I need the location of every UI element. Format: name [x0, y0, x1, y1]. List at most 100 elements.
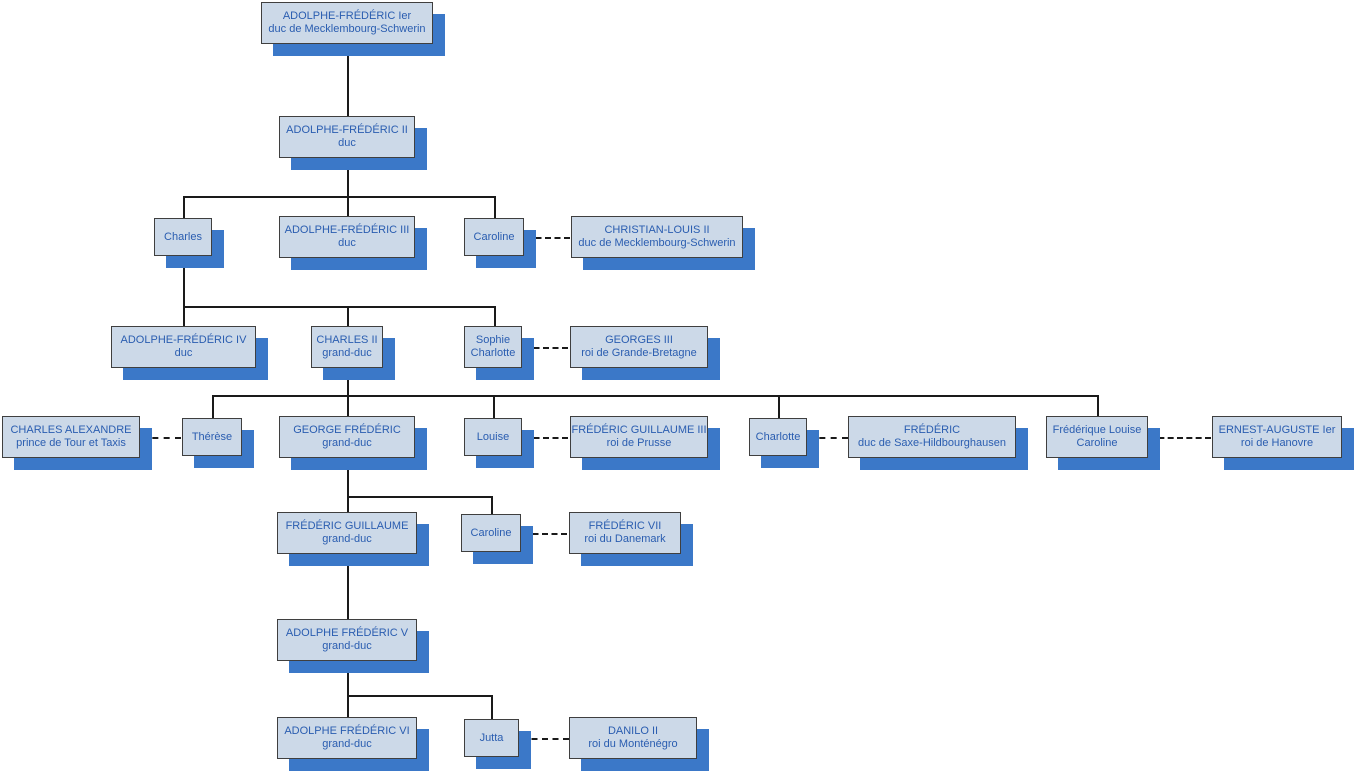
- connector-bus3: [212, 395, 1099, 397]
- connector-bus3-to-therese: [212, 395, 214, 418]
- person-title: grand-duc: [322, 738, 372, 750]
- person-name: DANILO II: [607, 725, 659, 737]
- person-node-charlotte[interactable]: Charlotte: [749, 418, 819, 468]
- person-title: grand-duc: [322, 437, 372, 449]
- person-name: FRÉDÉRIC VII: [588, 520, 662, 532]
- person-name: GEORGE FRÉDÉRIC: [293, 424, 401, 436]
- person-node-louise[interactable]: Louise: [464, 418, 534, 468]
- person-name: Charlotte: [755, 430, 801, 443]
- person-title: roi de Grande-Bretagne: [581, 347, 697, 359]
- person-title: duc: [338, 237, 356, 249]
- person-title: duc de Mecklembourg-Schwerin: [578, 237, 736, 249]
- person-title: grand-duc: [322, 533, 372, 545]
- person-name: ERNEST-AUGUSTE Ier: [1218, 424, 1336, 436]
- connector-fgd-down: [347, 554, 349, 619]
- person-title: roi du Danemark: [584, 533, 666, 545]
- connector-bus2-to-af4: [183, 306, 185, 326]
- person-name: ADOLPHE-FRÉDÉRIC Ier: [282, 10, 412, 22]
- person-name: FRÉDÉRIC GUILLAUME III: [571, 424, 707, 436]
- person-title: duc: [338, 137, 356, 149]
- node-body[interactable]: Charles: [154, 218, 212, 256]
- node-body[interactable]: Caroline: [461, 514, 521, 552]
- node-body[interactable]: Charlotte: [749, 418, 807, 456]
- person-node-therese[interactable]: Thérèse: [182, 418, 254, 468]
- connector-bus4-to-caroline2: [491, 496, 493, 514]
- person-node-jutta[interactable]: Jutta: [464, 719, 531, 769]
- connector-bus2: [183, 306, 496, 308]
- node-body[interactable]: Louise: [464, 418, 522, 456]
- person-node-charles[interactable]: Charles: [154, 218, 224, 268]
- connector-bus5-to-af6: [347, 695, 349, 717]
- marriage-link-louise-frederic-guillaume3: [524, 437, 568, 439]
- person-name: CHARLES II: [316, 334, 378, 346]
- connector-charles-down: [183, 256, 185, 306]
- connector-bus1: [183, 196, 496, 198]
- marriage-link-charles-alexandre-therese: [141, 437, 181, 439]
- person-name: CHARLES ALEXANDRE: [10, 424, 132, 436]
- person-node-caroline1[interactable]: Caroline: [464, 218, 536, 268]
- person-name: ADOLPHE-FRÉDÉRIC IV: [120, 334, 247, 346]
- person-title: Caroline: [1076, 437, 1118, 449]
- connector-bus5: [347, 695, 493, 697]
- marriage-link-charlotte-frederic: [808, 437, 848, 439]
- person-name: Frédérique Louise: [1052, 424, 1142, 436]
- node-body[interactable]: Jutta: [464, 719, 519, 757]
- person-name: FRÉDÉRIC: [903, 424, 961, 436]
- connector-af5-down: [347, 661, 349, 695]
- node-body[interactable]: Thérèse: [182, 418, 242, 456]
- marriage-link-jutta-danilo2: [521, 738, 569, 740]
- connector-bus3-to-gf: [347, 395, 349, 416]
- connector-bus4-to-fgd: [347, 496, 349, 512]
- person-node-caroline2[interactable]: Caroline: [461, 514, 533, 564]
- node-body[interactable]: Caroline: [464, 218, 524, 256]
- person-title: roi de Prusse: [606, 437, 672, 449]
- connector-gf-down: [347, 458, 349, 496]
- person-name: Caroline: [473, 230, 515, 243]
- connector-bus4: [347, 496, 493, 498]
- connector-bus1-to-af3: [347, 196, 349, 216]
- person-name: ADOLPHE-FRÉDÉRIC III: [284, 224, 410, 236]
- person-title: grand-duc: [322, 640, 372, 652]
- person-title: prince de Tour et Taxis: [16, 437, 126, 449]
- connector-bus2-to-sophie: [494, 306, 496, 326]
- connector-bus3-to-louise: [493, 395, 495, 418]
